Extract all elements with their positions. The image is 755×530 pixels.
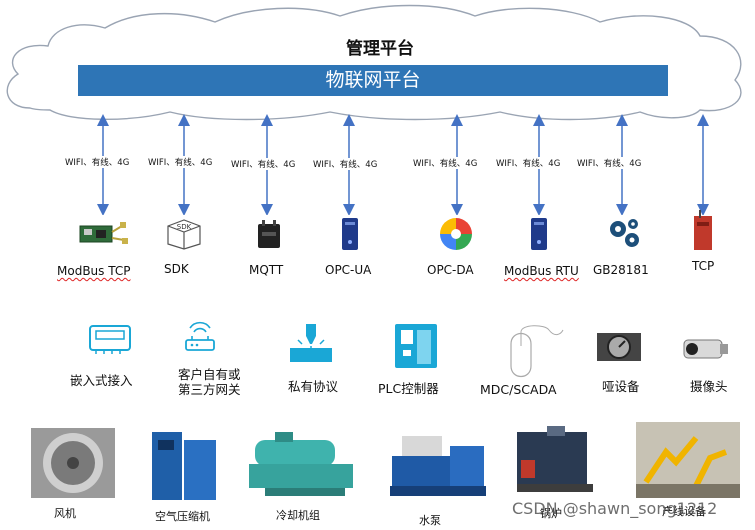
protocol-label-tcp: TCP — [692, 259, 715, 273]
embedded-device-icon — [89, 325, 131, 354]
equipment-label-fan: 风机 — [54, 507, 76, 520]
equipment-label-air-compressor: 空气压缩机 — [155, 510, 210, 523]
connection-label: WIFI、有线、4G — [147, 156, 214, 168]
connection-label: WIFI、有线、4G — [64, 156, 131, 168]
cooling-unit-image — [249, 432, 353, 496]
access-label-mdc-scada: MDC/SCADA — [480, 382, 557, 397]
sdk-box-icon: SDK — [167, 219, 201, 250]
access-label-dumb-device: 哑设备 — [602, 379, 640, 394]
iot-platform-bar: 物联网平台 — [78, 65, 668, 96]
gears-icon — [610, 219, 639, 247]
camera-icon — [683, 339, 728, 359]
mouse-icon — [510, 325, 564, 378]
equipment-label-production-line: 产线设备 — [662, 505, 706, 518]
circuit-board-icon — [79, 222, 128, 244]
equipment-label-boiler: 锅炉 — [540, 507, 562, 520]
watermark: CSDN @shawn_song1212 — [512, 499, 718, 518]
opc-ua-gateway-icon — [342, 218, 358, 250]
access-label-gateway-line1: 客户自有或 — [178, 367, 241, 382]
connection-label: WIFI、有线、4G — [230, 158, 297, 170]
access-label-camera: 摄像头 — [690, 379, 728, 394]
protocol-label-gb28181: GB28181 — [593, 263, 649, 277]
equipment-label-water-pump: 水泵 — [419, 514, 441, 527]
modbus-rtu-gateway-icon — [531, 218, 547, 250]
gateway-icon — [185, 321, 215, 351]
protocol-label-modbus-rtu: ModBus RTU — [504, 264, 579, 278]
connection-label: WIFI、有线、4G — [412, 157, 479, 169]
protocol-label-modbus-tcp: ModBus TCP — [57, 264, 131, 278]
equipment-label-cooling-unit: 冷却机组 — [276, 509, 320, 522]
access-label-gateway-line2: 第三方网关 — [178, 382, 241, 397]
fan-image — [31, 428, 115, 498]
machining-icon — [290, 324, 332, 362]
protocol-label-mqtt: MQTT — [249, 263, 284, 277]
puzzle-icon — [440, 218, 472, 250]
boiler-image — [517, 426, 593, 492]
protocol-label-opc-ua: OPC-UA — [325, 263, 372, 277]
access-label-private-protocol: 私有协议 — [288, 379, 339, 394]
mqtt-gateway-icon — [258, 220, 280, 248]
access-label-plc: PLC控制器 — [378, 381, 439, 396]
connection-label: WIFI、有线、4G — [312, 158, 379, 170]
connection-label: WIFI、有线、4G — [495, 157, 562, 169]
plc-icon — [395, 324, 437, 368]
connection-arrows — [97, 114, 709, 215]
svg-text:SDK: SDK — [177, 223, 192, 231]
protocol-label-sdk: SDK — [164, 262, 189, 276]
access-label-embedded: 嵌入式接入 — [70, 373, 133, 388]
production-line-image — [636, 422, 740, 498]
air-compressor-image — [152, 432, 216, 500]
management-platform-title: 管理平台 — [346, 39, 414, 59]
protocol-label-opc-da: OPC-DA — [427, 263, 474, 277]
connection-label: WIFI、有线、4G — [576, 157, 643, 169]
gauge-icon — [597, 333, 641, 361]
tcp-device-icon — [694, 210, 712, 250]
water-pump-image — [382, 422, 494, 510]
